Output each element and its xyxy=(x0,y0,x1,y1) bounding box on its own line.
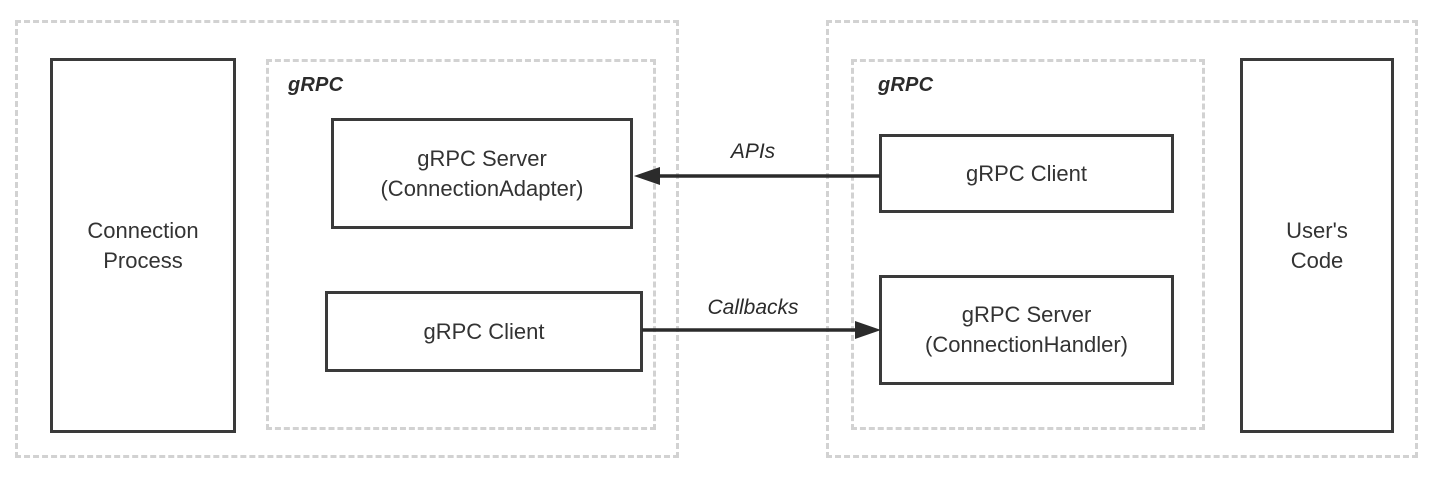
right-grpc-group-label: gRPC xyxy=(878,74,934,96)
connection-process-group xyxy=(15,20,679,458)
grpc-client-right-label: gRPC Client xyxy=(965,160,1088,186)
grpc-server-connection-handler-box[interactable]: gRPC Server (ConnectionHandler) xyxy=(879,275,1174,385)
users-code-label-line-2: Code xyxy=(1290,247,1344,273)
connection-process-label-line-1: Connection xyxy=(87,217,199,243)
grpc-server-connection-adapter-box[interactable]: gRPC Server (ConnectionAdapter) xyxy=(331,118,633,229)
grpc-client-left-label: gRPC Client xyxy=(423,318,545,344)
right-grpc-group xyxy=(851,59,1205,430)
apis-arrow xyxy=(634,167,880,185)
users-code-label-line-1: User's xyxy=(1286,217,1348,243)
callbacks-arrow xyxy=(642,321,881,339)
grpc-client-left-box[interactable]: gRPC Client xyxy=(325,291,643,372)
user-code-group xyxy=(826,20,1418,458)
connection-process-box[interactable]: Connection Process xyxy=(50,58,236,433)
connection-process-label-line-2: Process xyxy=(103,247,183,273)
users-code-box[interactable]: User's Code xyxy=(1240,58,1394,433)
left-grpc-group xyxy=(266,59,656,430)
callbacks-edge-label: Callbacks xyxy=(707,296,799,319)
grpc-server-connection-adapter-label-line-1: gRPC Server xyxy=(417,145,547,171)
grpc-server-connection-handler-label-line-1: gRPC Server xyxy=(961,302,1092,327)
grpc-server-connection-handler-label-line-2: (ConnectionHandler) xyxy=(925,332,1128,357)
left-grpc-group-label: gRPC xyxy=(288,74,344,96)
grpc-server-connection-adapter-label-line-2: (ConnectionAdapter) xyxy=(380,175,584,201)
apis-edge-label: APIs xyxy=(730,140,776,163)
grpc-client-right-box[interactable]: gRPC Client xyxy=(879,134,1174,213)
